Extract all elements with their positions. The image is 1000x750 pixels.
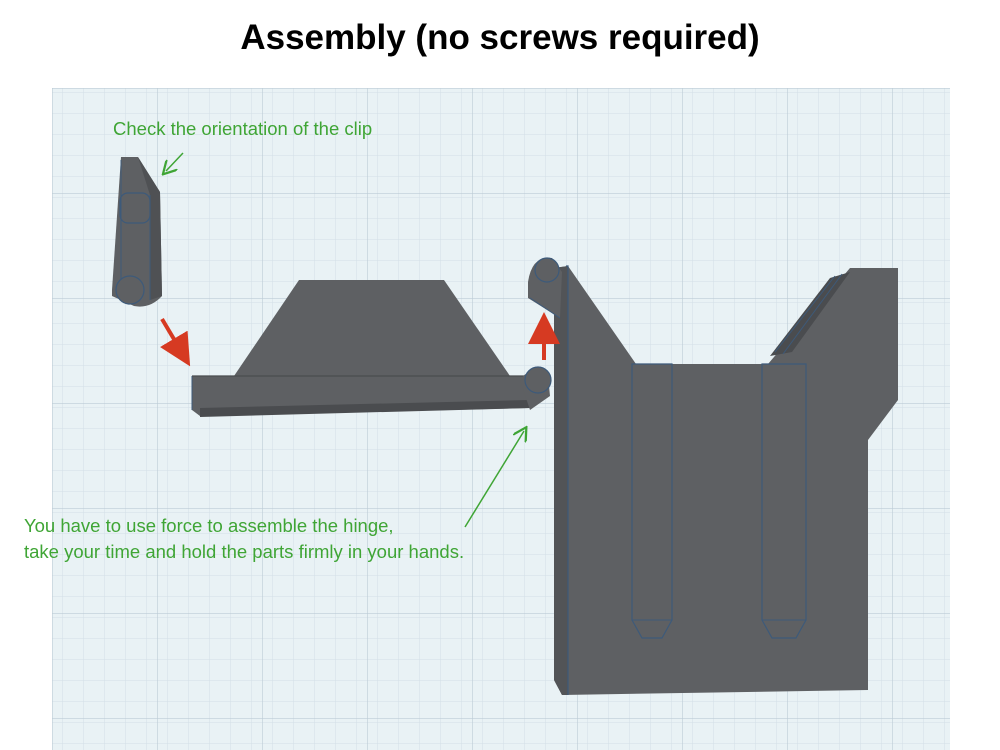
hinge-assembly-note: You have to use force to assemble the hi… <box>24 513 464 565</box>
green-pointer-arrow-icon <box>464 431 524 528</box>
green-pointer-arrow-icon <box>166 152 184 171</box>
lid-part <box>191 280 552 417</box>
hinge-note-line-2: take your time and hold the parts firmly… <box>24 541 465 562</box>
red-arrow-icon <box>160 317 191 367</box>
hinge-note-line-1: You have to use force to assemble the hi… <box>24 515 394 536</box>
clip-note-text: Check the orientation of the clip <box>113 118 373 139</box>
base-part <box>528 257 898 695</box>
clip-part <box>112 157 162 307</box>
page-title: Assembly (no screws required) <box>240 18 760 57</box>
clip-orientation-note: Check the orientation of the clip <box>113 116 372 142</box>
